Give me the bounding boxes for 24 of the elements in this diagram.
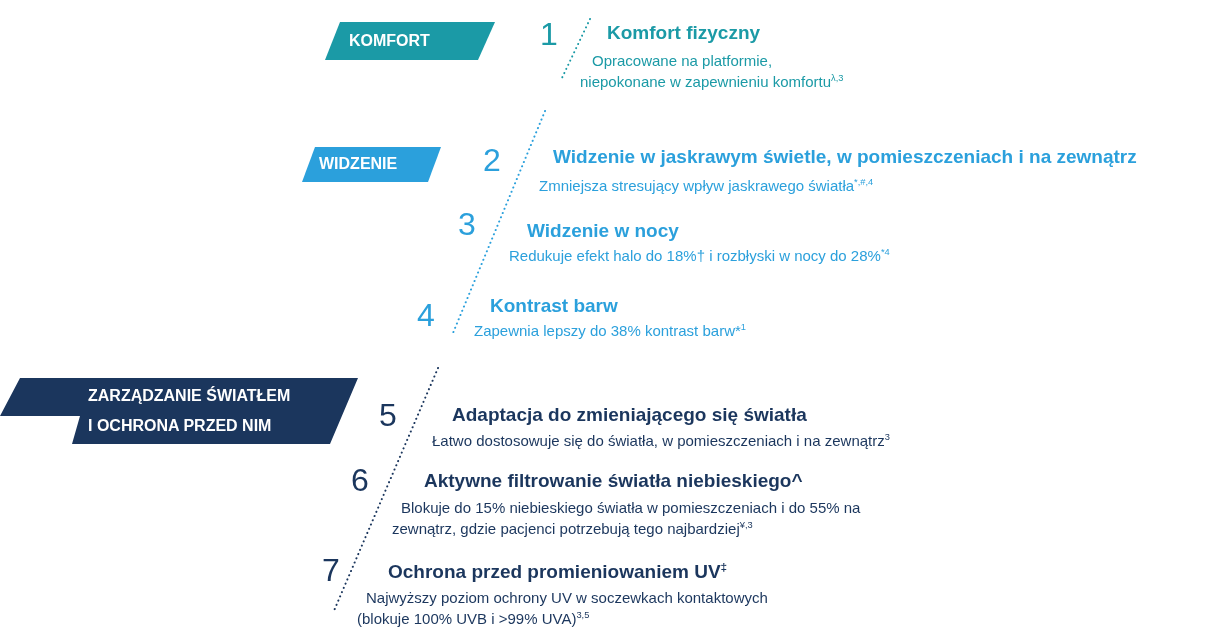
category-banner: ZARZĄDZANIE ŚWIATŁEM I OCHRONA PRZED NIM [0,378,358,444]
benefit-description: Najwyższy poziom ochrony UV w soczewkach kontaktowych (blokuje 100% UVB i >99% UVA)$^{3,5}$ [357,588,769,629]
category-banner: WIDZENIE [302,147,441,182]
benefit-heading: Komfort fizyczny [607,21,761,45]
benefit-description: Łatwo dostosowuje się do światła, w pomieszczeniach i na zewnątrz$^{3}$ [432,431,890,451]
step-number: 2 [483,143,501,177]
step-number: 6 [351,463,369,497]
benefit-heading: Widzenie w nocy [527,219,679,243]
benefit-heading: Aktywne filtrowanie światła niebieskiego^ [424,469,803,493]
step-number: 4 [417,298,435,332]
benefit-description: Opracowane na platformie, niepokonane w zapewnieniu komfortu$^{λ,3}$ [580,51,845,92]
benefit-description: Blokuje do 15% niebieskiego światła w pomieszczeniach i do 55% na zewnątrz, gdzie pacjenci potrzebują tego najbardziej$^{¥,3}$ [392,498,862,539]
step-number: 5 [379,398,397,432]
benefit-heading: Ochrona przed promieniowaniem UV$^{‡}$ [388,560,728,584]
step-number: 3 [458,207,476,241]
benefit-heading: Widzenie w jaskrawym świetle, w pomieszczeniach i na zewnątrz [553,145,1137,169]
benefit-heading: Kontrast barw [490,294,618,318]
step-number: 7 [322,553,340,587]
benefit-description: Zmniejsza stresujący wpływ jaskrawego światła$^{*,#,4}$ [539,176,874,196]
category-banner: KOMFORT [325,22,495,60]
benefit-description: Redukuje efekt halo do 18%† i rozbłyski w nocy do 28%$^{*4}$ [509,246,890,266]
step-number: 1 [540,17,558,51]
benefit-description: Zapewnia lepszy do 38% kontrast barw*$^{1}$ [474,321,746,341]
benefit-heading: Adaptacja do zmieniającego się światła [452,403,807,427]
